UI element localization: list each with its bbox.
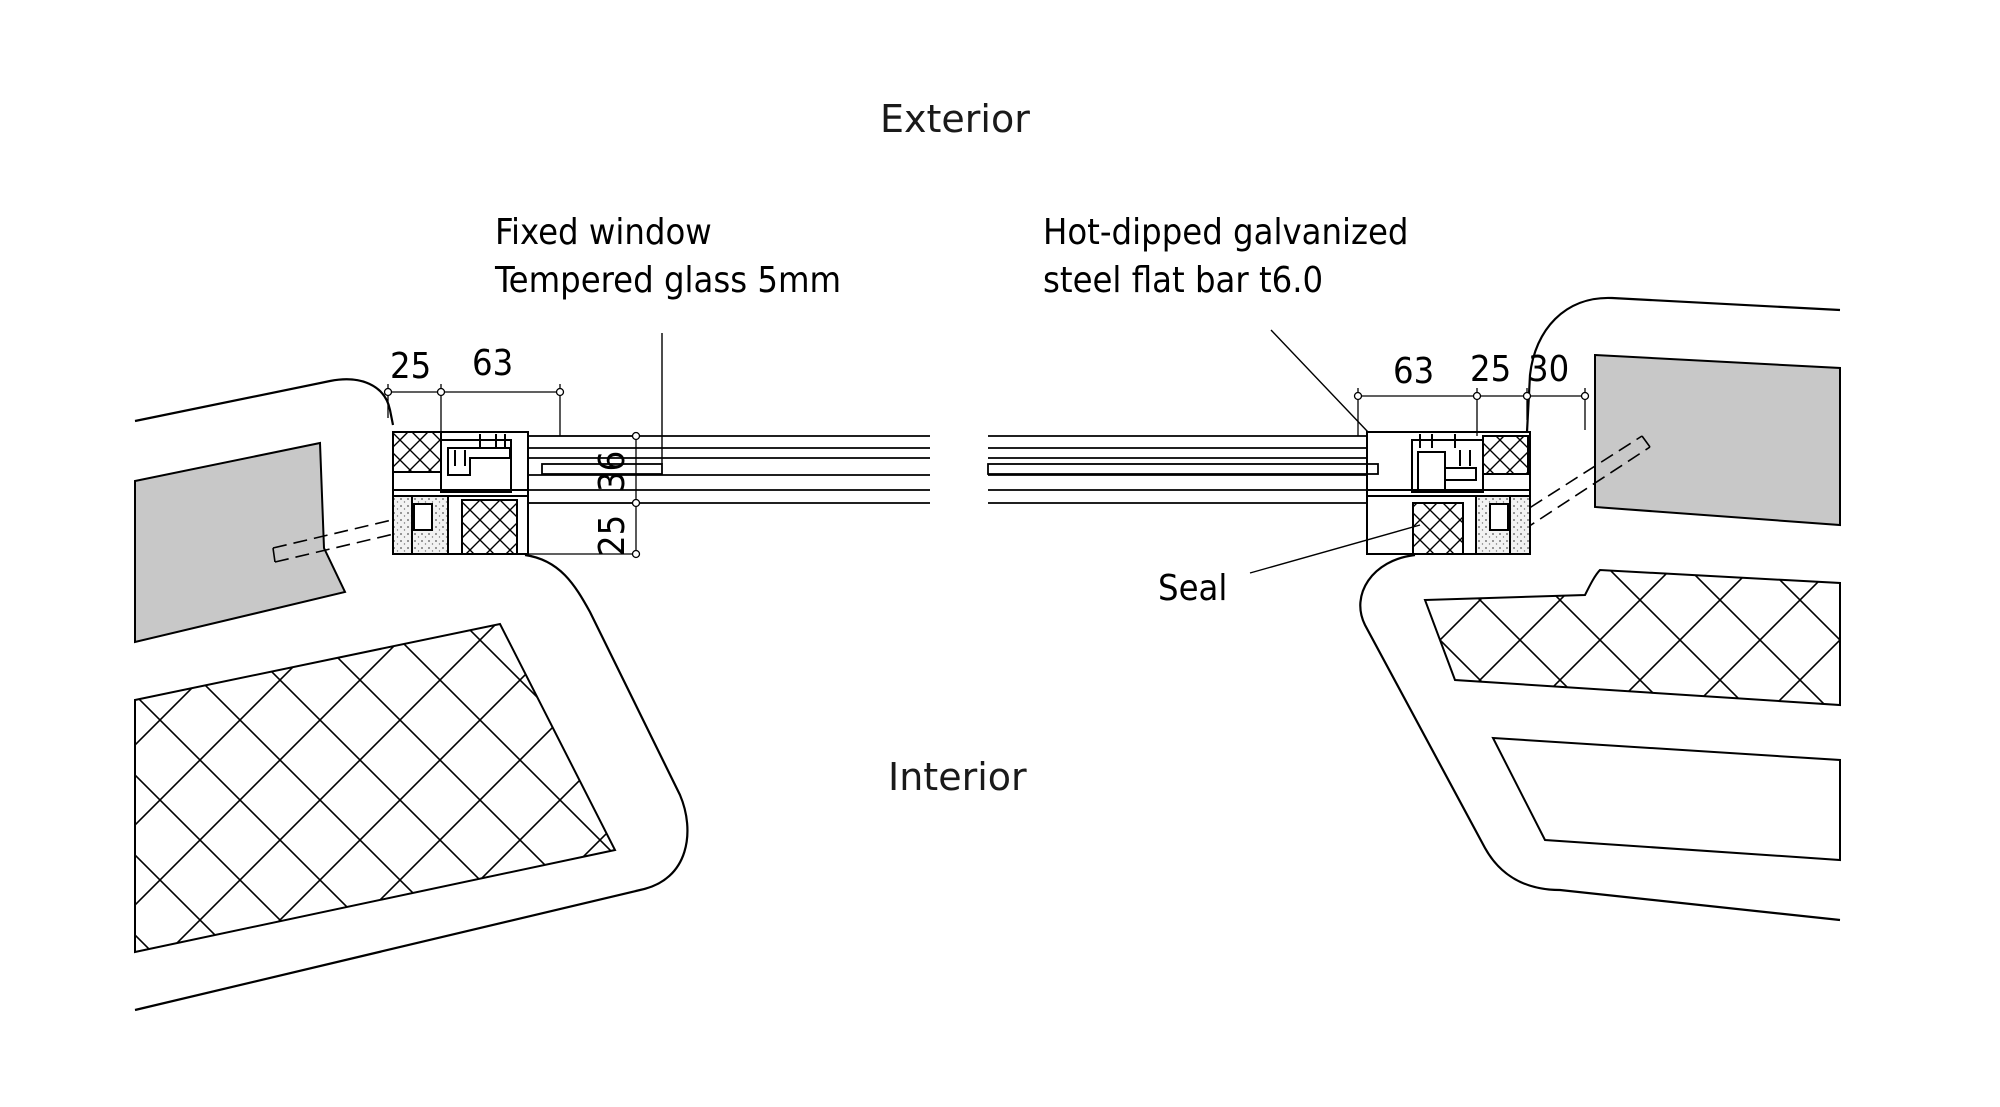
right-dim-tick-3 (1522, 391, 1532, 401)
dim-left-63: 63 (472, 343, 513, 384)
right-hatch-upper (1482, 435, 1529, 475)
left-dim-line (387, 384, 562, 436)
right-wall-lower-outline (1359, 553, 1841, 922)
left-wall-outline (134, 378, 395, 426)
left-wall-lower-outline (134, 553, 689, 1012)
right-interior-panel (1491, 736, 1841, 862)
right-glazing-bead (1417, 451, 1477, 493)
right-frame-inner-lines (1367, 489, 1530, 554)
leader-seal (1249, 524, 1421, 574)
vert-dim-tick-2 (631, 498, 641, 508)
dim-right-30: 30 (1528, 349, 1569, 390)
exterior-label: Exterior (880, 97, 1030, 141)
leader-flat-bar (1270, 329, 1369, 433)
tempered-glass-label: Tempered glass 5mm (494, 260, 841, 301)
right-dim-line (1357, 388, 1586, 436)
dim-vert-36: 36 (592, 451, 633, 492)
glass-pane (528, 435, 1379, 504)
vert-dim-tick-3 (631, 549, 641, 559)
right-small-block (1489, 503, 1509, 531)
vert-dim-line (528, 435, 640, 555)
left-hatch-upper (392, 431, 442, 473)
dim-right-63: 63 (1393, 351, 1434, 392)
glass-sheet-left (541, 463, 663, 475)
left-concrete-block (134, 441, 347, 644)
right-concrete-block (1594, 353, 1841, 527)
right-dim-tick-2 (1472, 391, 1482, 401)
left-glazing-bead (447, 447, 511, 476)
left-dim-tick-3 (555, 387, 565, 397)
fixed-window-label: Fixed window (495, 212, 712, 253)
left-frame-outline (392, 431, 529, 555)
glass-lines-right (988, 435, 1367, 504)
left-wall-section (134, 378, 689, 1012)
flat-bar-label-line2: steel flat bar t6.0 (1043, 260, 1323, 301)
right-screws (1419, 434, 1471, 466)
right-dim-tick-1 (1353, 391, 1363, 401)
left-insulation-block (134, 622, 617, 954)
dim-vert-25: 25 (592, 515, 633, 556)
seal-label: Seal (1158, 568, 1227, 609)
right-wall-upper-outline (1525, 296, 1841, 433)
flat-bar-label-line1: Hot-dipped galvanized (1043, 212, 1408, 253)
glass-lines-left (528, 435, 930, 504)
dim-right-25: 25 (1470, 349, 1511, 390)
left-dim-tick-2 (436, 387, 446, 397)
left-screws (454, 434, 506, 466)
left-frame-inner-lines (393, 489, 528, 554)
right-hatch-lower (1412, 502, 1464, 555)
interior-label: Interior (888, 755, 1027, 799)
left-dim-tick-1 (383, 387, 393, 397)
left-frame (392, 431, 529, 555)
right-insulation-outline (1423, 568, 1841, 707)
vert-dim-tick-1 (631, 431, 641, 441)
left-hatch-lower (461, 499, 518, 555)
right-dim-tick-4 (1580, 391, 1590, 401)
left-small-block (413, 503, 433, 531)
right-wall-section (1359, 296, 1841, 922)
leader-lines (661, 329, 1421, 574)
right-frame (1366, 431, 1531, 555)
glass-sheet-right (987, 463, 1379, 475)
dimension-lines (383, 384, 1590, 559)
dim-left-25: 25 (390, 346, 431, 387)
